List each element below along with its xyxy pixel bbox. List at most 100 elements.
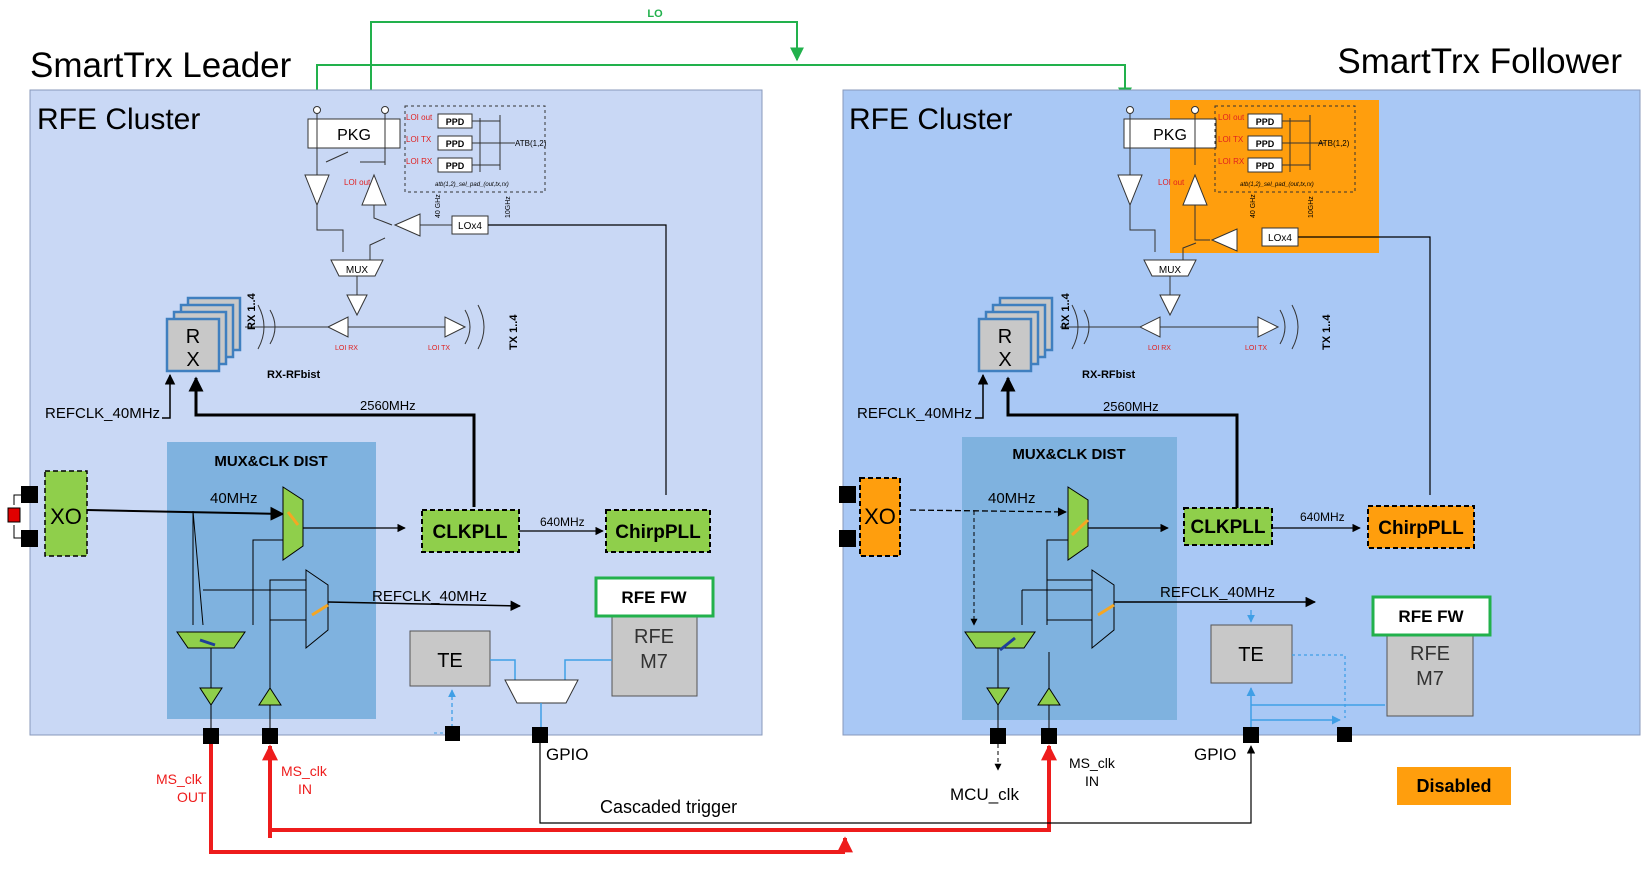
follower-2560-line (1000, 376, 1239, 508)
leader-ms-clk-in-l2: IN (298, 781, 312, 797)
leader-atb-note: atb(1,2)_sel_pad_(out,tx,rx) (435, 182, 509, 188)
leader-lox4-to-chirppll (488, 224, 667, 495)
follower-rx-rfbist: RX-RFbist (1082, 369, 1136, 381)
leader-ppd-1-label: PPD (446, 117, 465, 127)
leader-rfe-fw-label: RFE FW (621, 588, 687, 607)
leader-f40: 40MHz (210, 490, 258, 507)
leader-loi-tx: LOI TX (406, 135, 432, 144)
leader-mux-shape (330, 259, 384, 277)
follower-lo-buffer (1210, 228, 1238, 252)
leader-xo-pad-bottom (21, 530, 38, 547)
follower-rx-r: R (998, 326, 1012, 348)
leader-out-buffer (199, 687, 223, 706)
leader-mux-buffer (346, 294, 368, 317)
follower-ppd-group (1214, 105, 1356, 193)
leader-refclk-rx: REFCLK_40MHz (45, 405, 160, 422)
follower-gpio-label: GPIO (1194, 745, 1237, 764)
leader-2560-line (188, 376, 476, 507)
leader-mux2-in (203, 579, 306, 690)
leader-ms-clk-in-pad (262, 728, 278, 744)
follower-te-block (1210, 624, 1293, 684)
leader-ms-clk-out-l1: MS_clk (156, 771, 203, 787)
follower-atb: ATB(1,2) (1318, 139, 1350, 148)
follower-xo-pad-bottom (839, 530, 856, 547)
follower-cluster-label: RFE Cluster (849, 103, 1012, 136)
follower-ms-clk-in-pad (1041, 728, 1057, 744)
follower-f2560: 2560MHz (1103, 399, 1159, 414)
follower-freq-10: 10GHz (1308, 196, 1315, 218)
leader-tx-pa (444, 316, 467, 338)
leader-refclk-out-label: REFCLK_40MHz (372, 588, 487, 605)
leader-chirppll-block (605, 509, 711, 553)
leader-mux-clk-label: MUX&CLK DIST (214, 453, 327, 470)
leader-ms-clk-out-pad (203, 728, 219, 744)
leader-ppd-switches (472, 115, 515, 172)
leader-rx-lna (326, 316, 349, 338)
ms-clk-red-path-2 (268, 744, 1057, 838)
legend-disabled-swatch (1397, 767, 1511, 805)
leader-rfe-fw-box (594, 576, 715, 618)
follower-rfe-m7-line2: M7 (1416, 668, 1444, 690)
leader-atb: ATB(1,2) (515, 139, 547, 148)
leader-pkg-label: PKG (337, 127, 371, 144)
follower-title: SmartTrx Follower (1337, 42, 1622, 81)
leader-antennas (257, 304, 485, 350)
follower-ms-clk-in-l1: MS_clk (1069, 755, 1116, 771)
follower-chirppll-block (1367, 505, 1475, 549)
follower-loi-tx: LOI TX (1218, 135, 1244, 144)
follower-mux-label: MUX (1159, 265, 1182, 276)
follower-pkg-box (1123, 118, 1217, 149)
leader-pkg-pin-right (381, 106, 389, 114)
follower-clkpll-block (1183, 507, 1273, 546)
follower-rfe-m7-line1: RFE (1410, 643, 1450, 665)
follower-rfe-fw-label: RFE FW (1398, 607, 1464, 626)
leader-rfe-m7-line2: M7 (640, 651, 668, 673)
lo-label: LO (647, 8, 663, 20)
leader-refclk-mux (305, 569, 329, 650)
cascaded-trigger-line (539, 743, 1256, 824)
follower-f640: 640MHz (1300, 510, 1345, 524)
follower-rfe-m7-block (1386, 622, 1474, 717)
legend-disabled-label: Disabled (1416, 776, 1491, 796)
follower-loi-rx: LOI RX (1218, 157, 1245, 166)
leader-pkg-lines (316, 113, 386, 252)
leader-rx-r: R (186, 326, 200, 348)
leader-ms-clk-out-l2: OUT (177, 789, 207, 805)
leader-gpio-mux (504, 679, 579, 704)
leader-clkpll-label: CLKPLL (433, 522, 508, 543)
leader-refclk-out (327, 600, 522, 612)
follower-mux-clk-label: MUX&CLK DIST (1012, 446, 1125, 463)
leader-rx-block (165, 317, 221, 373)
follower-freq-40: 40 GHz (1250, 194, 1257, 218)
leader-xo-out (86, 506, 285, 521)
follower-rfe-fw-box (1371, 595, 1492, 637)
leader-panel: RFE Cluster PKG LOI out LOI TX LOI RX PP… (7, 89, 763, 805)
leader-rx-amp (304, 174, 330, 207)
leader-tx-ant-label: TX 1..4 (508, 314, 520, 350)
follower-ppd-1-label: PPD (1256, 117, 1275, 127)
follower-atb-note: atb(1,2)_sel_pad_(out,tx,rx) (1240, 182, 1314, 188)
leader-ppd-3-label: PPD (446, 161, 465, 171)
follower-mcu-clk-label: MCU_clk (950, 785, 1019, 804)
follower-loi-tx-2: LOI TX (1245, 345, 1267, 352)
leader-loi-rx: LOI RX (406, 157, 433, 166)
follower-refclk-out-label: REFCLK_40MHz (1160, 584, 1275, 601)
cascaded-trigger-label: Cascaded trigger (600, 797, 737, 817)
leader-ppd-2-label: PPD (446, 139, 465, 149)
follower-ppd-2-label: PPD (1256, 139, 1275, 149)
leader-rx-x: X (186, 349, 199, 371)
leader-te-label: TE (437, 650, 463, 672)
leader-rfe-m7-line1: RFE (634, 626, 674, 648)
follower-clkpll-label: CLKPLL (1191, 517, 1266, 538)
follower-ppd-3-label: PPD (1256, 161, 1275, 171)
follower-xo-block (859, 477, 901, 557)
leader-mux-label: MUX (346, 265, 369, 276)
leader-loi-rx-2: LOI RX (335, 345, 358, 352)
follower-te-label: TE (1238, 644, 1264, 666)
leader-mux-in (369, 237, 386, 260)
leader-lox4-label: LOx4 (458, 221, 482, 232)
leader-ms-clk-in-l1: MS_clk (281, 763, 328, 779)
leader-ppd-group (404, 105, 546, 193)
follower-tx-ant-label: TX 1..4 (1321, 314, 1333, 350)
